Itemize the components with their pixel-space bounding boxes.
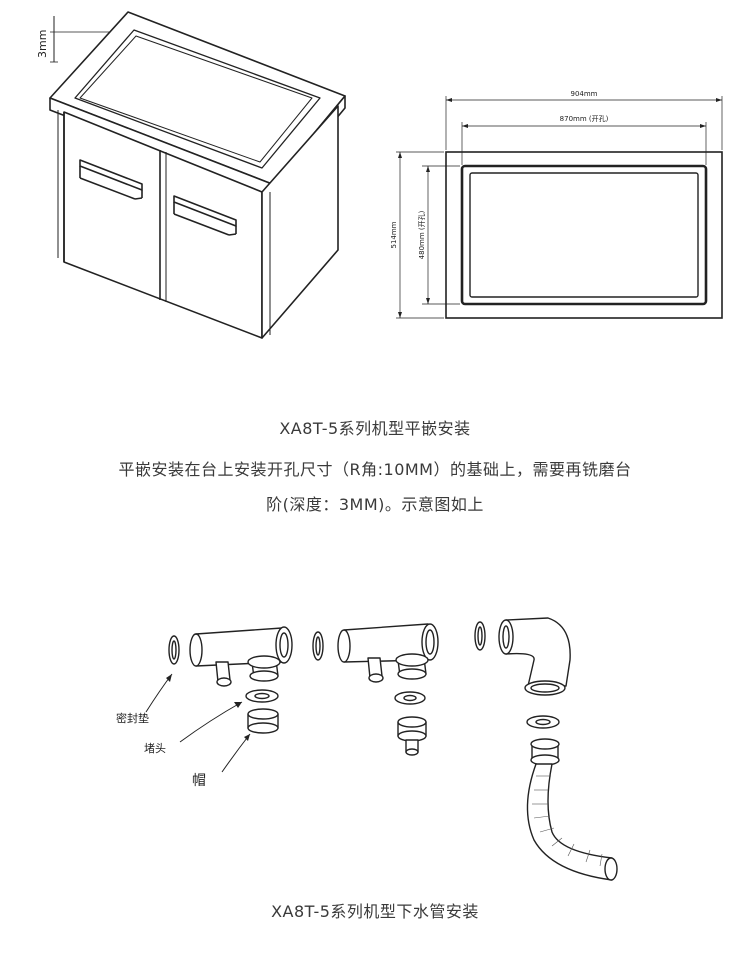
hose-ribs xyxy=(532,775,603,867)
width-hole-label: 870mm (开孔) xyxy=(560,115,609,123)
depth-label: 3mm xyxy=(36,30,49,58)
plug-label: 堵头 xyxy=(144,741,166,755)
plan-view xyxy=(396,96,723,319)
caption-title-flush: XA8T-5系列机型平嵌安装 xyxy=(279,419,471,438)
caption-title-drain: XA8T-5系列机型下水管安装 xyxy=(271,902,479,921)
height-outer-label: 514mm xyxy=(390,221,398,248)
cap-label: 帽 xyxy=(192,773,206,789)
height-hole-label: 480mm (开孔) xyxy=(418,210,426,259)
plan-dim-arrows xyxy=(398,98,722,318)
leader-arrowheads xyxy=(166,674,250,741)
caption-line-1: 平嵌安装在台上安装开孔尺寸（R角:10MM）的基础上，需要再铣磨台 xyxy=(118,460,632,479)
cabinet-drawing xyxy=(49,11,346,339)
leader-lines xyxy=(145,673,251,773)
gasket-label: 密封垫 xyxy=(116,711,149,725)
width-outer-label: 904mm xyxy=(571,90,598,98)
caption-line-2: 阶(深度：3MM)。示意图如上 xyxy=(266,495,484,514)
drain-assembly xyxy=(168,617,618,881)
